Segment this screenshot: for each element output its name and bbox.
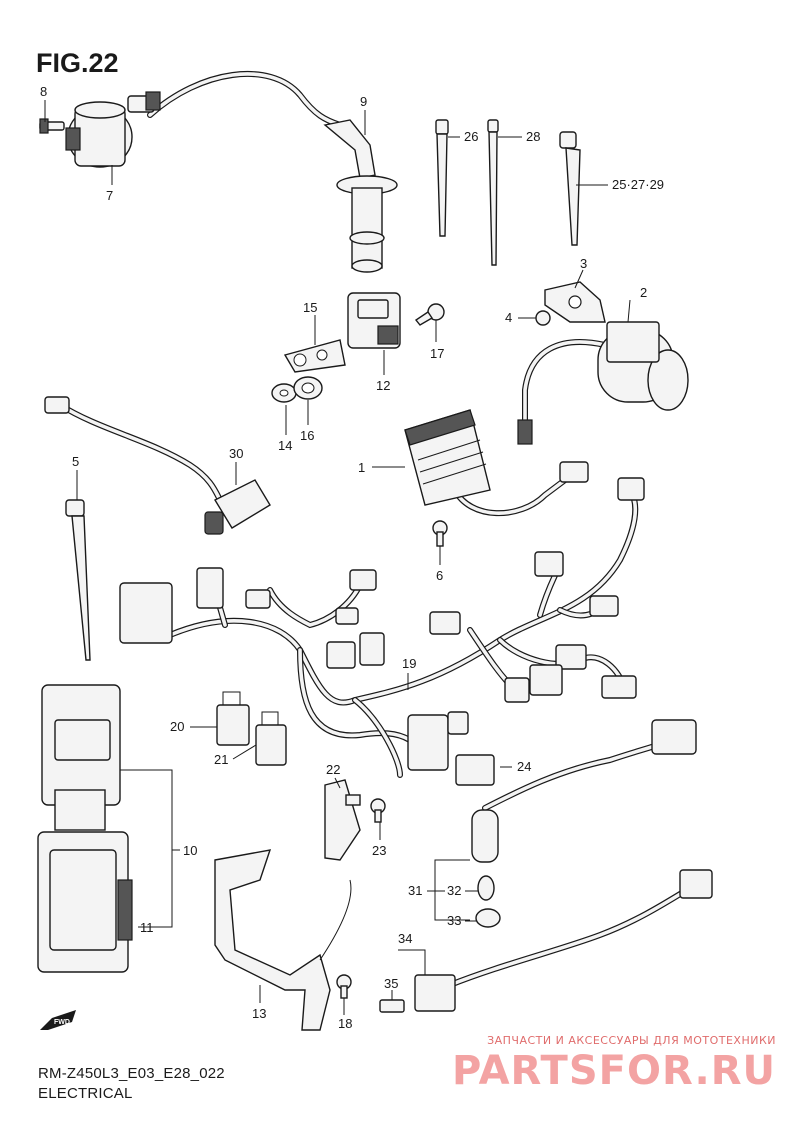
callout-28: 28 — [526, 129, 540, 144]
callout-8: 8 — [40, 84, 47, 99]
figure-section: ELECTRICAL — [38, 1085, 133, 1102]
relay-12[interactable] — [347, 292, 401, 349]
callout-22: 22 — [326, 762, 340, 777]
cable-tie-5[interactable] — [65, 499, 91, 661]
callout-4: 4 — [505, 310, 512, 325]
forward-arrow-icon: FWD — [40, 1010, 76, 1030]
cap-33[interactable] — [475, 908, 501, 928]
screw-6[interactable] — [432, 520, 448, 547]
callout-6: 6 — [436, 568, 443, 583]
bracket-screw[interactable] — [535, 310, 551, 326]
ecm-holder[interactable] — [37, 831, 133, 973]
callout-3: 3 — [580, 256, 587, 271]
relay-20[interactable] — [216, 691, 250, 746]
callout-12: 12 — [376, 378, 390, 393]
bracket-13[interactable] — [214, 849, 352, 1031]
bolt-18[interactable] — [336, 974, 352, 999]
main-wiring-harness[interactable] — [119, 477, 645, 778]
callout-2: 2 — [640, 285, 647, 300]
callout-31: 31 — [408, 883, 422, 898]
callout-17: 17 — [430, 346, 444, 361]
regulator-rectifier[interactable] — [404, 409, 589, 517]
mount-15[interactable] — [283, 339, 346, 373]
callout-18: 18 — [338, 1016, 352, 1031]
callout-24: 24 — [517, 759, 531, 774]
callout-16: 16 — [300, 428, 314, 443]
fuse-holder-34[interactable] — [414, 869, 713, 1012]
callout-33: 33 — [447, 913, 461, 928]
callout-30: 30 — [229, 446, 243, 461]
bolt-17[interactable] — [414, 303, 445, 326]
callout-21: 21 — [214, 752, 228, 767]
cap-32[interactable] — [477, 875, 495, 901]
callout-25-27-29: 25·27·29 — [612, 177, 664, 192]
cable-tie-25-27-29[interactable] — [559, 131, 581, 246]
ecm-unit[interactable] — [41, 684, 121, 831]
washer-14[interactable] — [271, 383, 297, 403]
watermark-tagline: ЗАПЧАСТИ И АКСЕССУАРЫ ДЛЯ МОТОТЕХНИКИ — [487, 1034, 776, 1047]
fwd-label: FWD — [54, 1019, 70, 1026]
starter-relay[interactable] — [517, 321, 689, 445]
bracket-22[interactable] — [324, 779, 361, 861]
callout-14: 14 — [278, 438, 292, 453]
callout-9: 9 — [360, 94, 367, 109]
callout-1: 1 — [358, 460, 365, 475]
fuse-35[interactable] — [379, 999, 405, 1013]
grommet-16[interactable] — [293, 376, 323, 400]
callout-15: 15 — [303, 300, 317, 315]
callout-13: 13 — [252, 1006, 266, 1021]
spark-plug-cap[interactable] — [323, 119, 398, 273]
figure-title: FIG.22 — [36, 48, 119, 78]
callout-7: 7 — [106, 188, 113, 203]
callout-5: 5 — [72, 454, 79, 469]
regulator-bracket[interactable] — [544, 281, 606, 323]
cable-31[interactable] — [471, 719, 697, 863]
callout-20: 20 — [170, 719, 184, 734]
coil-bolt[interactable] — [39, 118, 65, 134]
sensor-30[interactable] — [44, 396, 271, 535]
callout-34: 34 — [398, 931, 412, 946]
callout-19: 19 — [402, 656, 416, 671]
cable-tie-28[interactable] — [487, 119, 499, 266]
callout-23: 23 — [372, 843, 386, 858]
callout-35: 35 — [384, 976, 398, 991]
part-24[interactable] — [455, 754, 495, 786]
callout-26: 26 — [464, 129, 478, 144]
leader-lines — [44, 100, 631, 1015]
bolt-23[interactable] — [370, 798, 386, 823]
figure-code: RM-Z450L3_E03_E28_022 — [38, 1065, 225, 1082]
cable-tie-26[interactable] — [435, 119, 449, 237]
watermark-brand: PARTSFOR.RU — [451, 1048, 776, 1094]
ignition-coil[interactable] — [65, 71, 343, 168]
callout-10: 10 — [183, 843, 197, 858]
relay-21[interactable] — [255, 711, 287, 766]
callout-11: 11 — [140, 920, 154, 935]
callout-32: 32 — [447, 883, 461, 898]
